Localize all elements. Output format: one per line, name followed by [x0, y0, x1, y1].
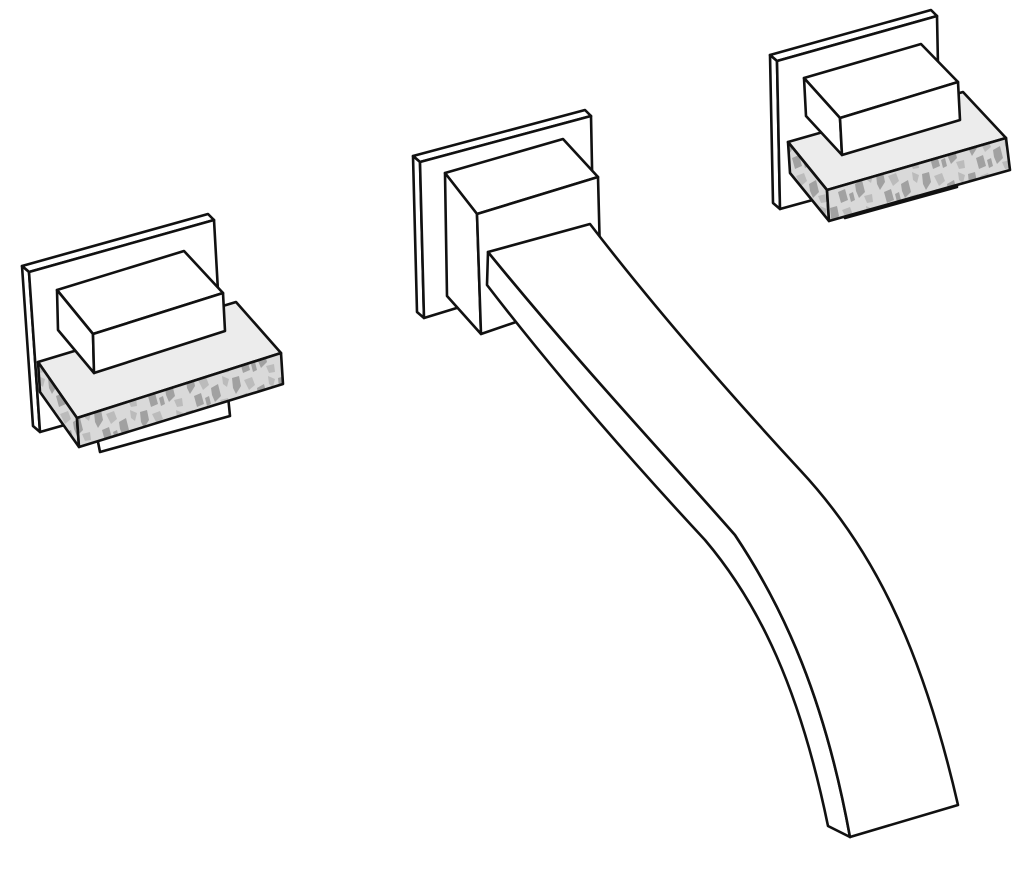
spout-outlet — [827, 825, 851, 838]
left-handle — [20, 212, 285, 454]
right-handle — [768, 8, 1012, 223]
spout-arm-top — [486, 222, 960, 839]
spout — [411, 108, 960, 839]
right-handle-cube — [802, 42, 962, 157]
left-handle-cube — [55, 249, 227, 375]
